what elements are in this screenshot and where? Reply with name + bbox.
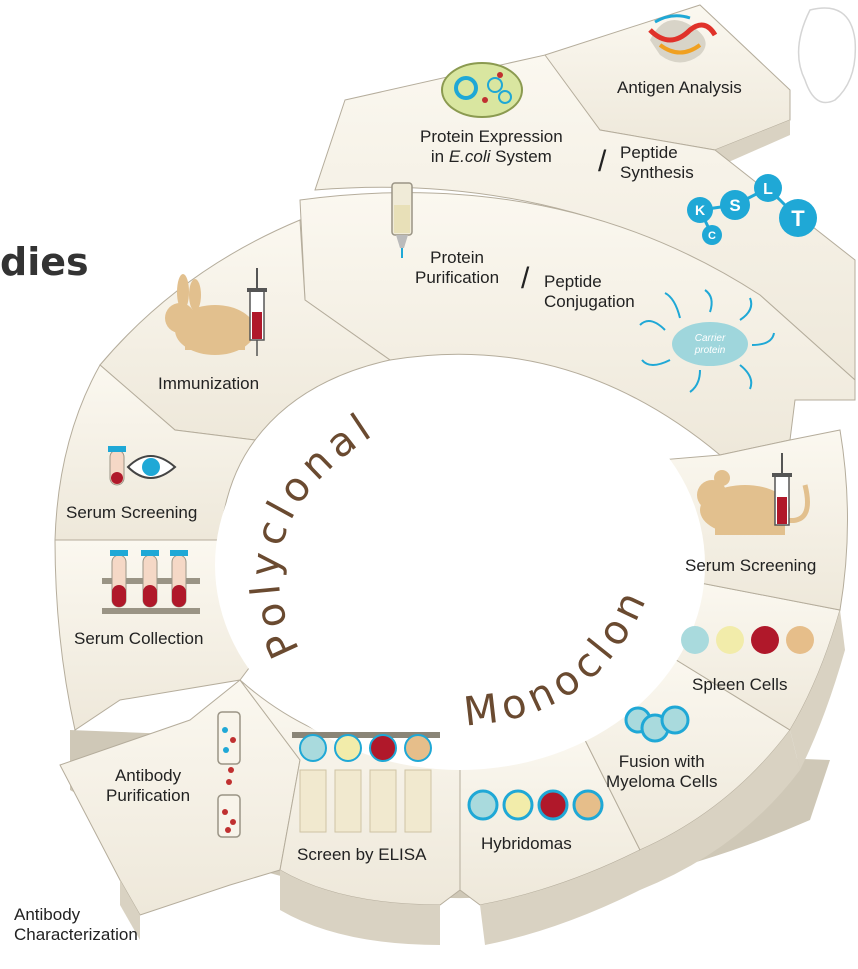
label-protein-expression: Protein Expression in E.coli System [420,127,563,166]
label-immunization: Immunization [158,374,260,393]
label-protein-purification-line2: Purification [415,267,500,287]
label-peptide-conjugation-line2: Conjugation [544,291,635,311]
label-antibody-characterization-line2: Characterization [14,924,138,944]
test-tube-icon [108,446,126,486]
label-protein-expression-line2: in E.coli System [420,147,563,167]
label-antibody-characterization-line1: Antibody [14,905,81,924]
protein-ribbon-icon [648,14,718,63]
segment-fusion-side [640,730,800,890]
label-peptide-conjugation: Peptide Conjugation [544,272,635,311]
carrier-text-line2: protein [694,345,726,356]
segment-antigen-side [715,120,790,168]
hybridoma-cells [467,789,604,821]
spleen-cells [681,626,814,654]
label-antibody-purification-line2: Purification [106,785,191,805]
label-antigen-analysis: Antigen Analysis [617,78,742,97]
peptide-letter-c: C [708,230,716,242]
segment-spleen-side [790,610,845,770]
syringe-icon [247,268,267,356]
label-antibody-characterization: Antibody Characterization [14,905,138,944]
label-protein-expression-line1: Protein Expression [420,127,563,146]
syringe-icon-mono [772,453,792,526]
tube-rack-icon [102,550,200,614]
elisa-plate-icon [292,732,440,833]
protein-outline-icon [797,7,857,104]
myeloma-cells [624,705,690,743]
label-serum-collection: Serum Collection [74,629,204,648]
separator-slash-2: / [521,262,530,295]
label-serum-screening-mono: Serum Screening [685,556,817,575]
separator-slash-1: / [598,145,607,178]
label-spleen-cells: Spleen Cells [692,675,788,694]
peptide-letter-s: S [729,196,740,215]
label-antibody-purification-line1: Antibody [114,766,182,785]
label-screen-by-elisa: Screen by ELISA [297,845,427,864]
label-peptide-conjugation-line1: Peptide [544,272,602,291]
label-serum-screening-poly: Serum Screening [66,503,198,522]
label-hybridomas: Hybridomas [481,834,572,853]
carrier-protein-icon: Carrier protein [639,289,775,393]
rabbit-icon [165,274,255,355]
label-peptide-synthesis: Peptide Synthesis [620,143,694,182]
ecoli-suffix: System [490,146,552,166]
page-heading-fragment: dies [0,240,89,284]
label-protein-purification: Protein Purification [415,248,499,287]
eye-icon [126,455,177,479]
antibody-column-icon [217,711,241,838]
label-antibody-purification: Antibody Purification [106,766,190,805]
segment-protein-purification [299,192,856,456]
segment-elisa-side [280,870,440,945]
segment-arrow-side [120,880,140,940]
label-peptide-synthesis-line1: Peptide [620,143,678,162]
peptide-chain-icon: K S L T C [687,174,817,245]
label-fusion-myeloma: Fusion with Myeloma Cells [606,752,717,791]
ecoli-name: E.coli [448,146,491,166]
carrier-text-line1: Carrier [695,333,726,344]
label-fusion-line2: Myeloma Cells [606,771,718,791]
elisa-cells [299,734,432,762]
label-protein-purification-line1: Protein [430,248,484,267]
ring-center [215,360,705,770]
ecoli-prefix: in [430,146,449,166]
ecoli-cell-icon [441,62,523,118]
peptide-letter-l: L [763,181,773,198]
label-fusion-line1: Fusion with [618,752,705,771]
purification-column-icon [391,182,413,258]
segment-hybridomas-side [480,850,640,945]
peptide-letter-t: T [791,206,805,231]
label-peptide-synthesis-line2: Synthesis [620,162,694,182]
peptide-letter-k: K [695,202,705,218]
